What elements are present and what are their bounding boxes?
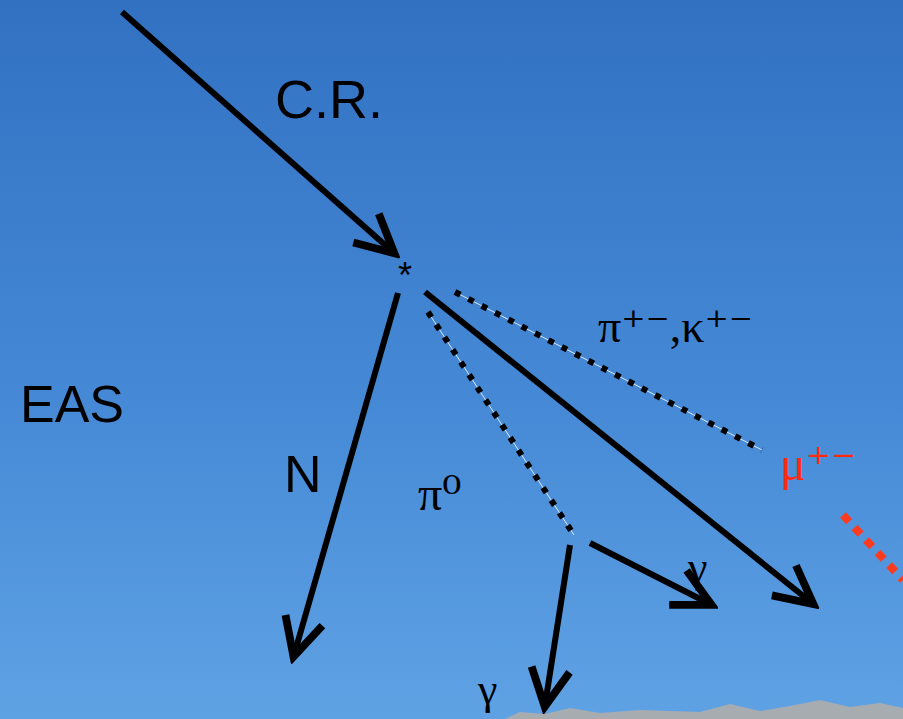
pion-track	[455, 292, 762, 450]
gamma-arrow	[545, 545, 570, 705]
muon-dotted	[843, 515, 903, 580]
gamma-label: γ	[688, 546, 707, 590]
nucleon-label: N	[284, 448, 322, 500]
interaction-point: *	[398, 258, 412, 294]
particle-label: π⁰	[418, 470, 461, 518]
mountains	[505, 700, 903, 719]
shower-label: EAS	[20, 378, 124, 430]
particle-label: π⁺⁻,κ⁺⁻	[598, 304, 753, 350]
cosmic-ray-arrow	[122, 12, 393, 252]
muon-label: μ⁺⁻	[780, 440, 856, 488]
charged-pion-dotted	[455, 292, 762, 450]
gamma-label: γ	[478, 668, 497, 712]
leading-particle-arrow	[425, 292, 812, 603]
cosmic-ray-label: C.R.	[275, 72, 383, 126]
gamma-arrow	[590, 543, 710, 604]
